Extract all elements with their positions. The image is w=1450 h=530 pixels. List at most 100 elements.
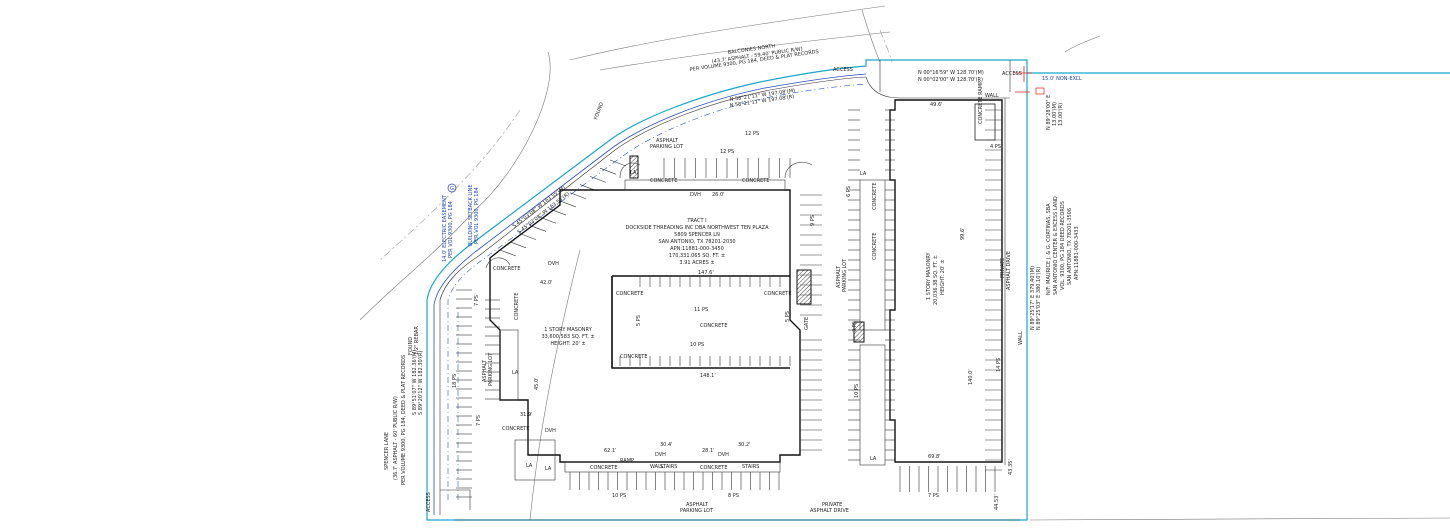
count-7ps-c: 7 PS — [928, 493, 939, 499]
asphalt-label-east: ASPHALT — [836, 265, 842, 288]
dim-42: 42.0' — [540, 280, 553, 286]
wall-label-2: WALL — [1018, 331, 1024, 345]
bearing-ne-1: N 89°28'00" E — [1046, 95, 1052, 130]
dvh-label-2: DVH — [545, 428, 556, 434]
count-10ps-a: 10 PS — [690, 342, 704, 348]
dim-30b: 30.2' — [738, 442, 751, 448]
concrete-label-4: CONCRETE — [620, 354, 648, 360]
bearing-ne-3: 13.00'(R) — [1058, 103, 1064, 126]
curbs — [439, 60, 1020, 521]
dim-69: 69.8' — [928, 454, 941, 460]
stall-line — [519, 233, 537, 240]
access-label-north: ACCESS — [833, 67, 853, 73]
bldg-east-line1: 1 STORY MASONRY — [926, 252, 932, 300]
tract-line3: 5809 SPENCER LN — [674, 232, 720, 238]
count-8ps: 8 PS — [728, 493, 739, 499]
tract-line6: 170,331.065 SQ. FT. ± — [669, 253, 725, 259]
la-label-1: LA — [630, 170, 637, 176]
misc-labels: ACCESS ACCESS ACCESS 15.0' NON-EXCL FOUN… — [408, 67, 1082, 514]
la-label-2: LA — [545, 466, 552, 472]
bearing-spencer-2: S 89°20'12" W 182.30'(R) — [418, 351, 424, 415]
neighbor-line2: SAN ANTONIO CENTER & EXCESS LAND — [1053, 196, 1059, 295]
count-3ps: 3 PS — [852, 321, 858, 332]
building-east-info: 1 STORY MASONRY 20,036.38 SQ. FT. ± HEIG… — [926, 252, 946, 305]
count-5ps-a: 5 PS — [636, 315, 642, 326]
neighbor-line5: APN:11881-000-3433 — [1074, 226, 1080, 280]
easement-line1: 14.0' ELECTRIC EASEMENT — [442, 194, 448, 262]
count-5ps-b: 5 PS — [785, 311, 791, 322]
parking-lot-label-north: PARKING LOT — [650, 144, 684, 150]
stairs-label-2: STAIRS — [742, 464, 759, 470]
asphalt-label-north: ASPHALT — [656, 138, 679, 144]
wall-label-1: WALL — [650, 464, 664, 470]
street-west-row: (36.7' ASPHALT - 60' PUBLIC R/W) — [393, 396, 399, 480]
found-rebar-north: FOUND — [593, 102, 605, 121]
bldg-east-line3: HEIGHT: 20' ± — [940, 260, 946, 295]
found-rebar-west: FOUND — [408, 337, 414, 355]
bldg-west-line2: 33,600.583 SQ. FT. ± — [541, 334, 594, 340]
count-7ps-a: 7 PS — [474, 295, 480, 306]
neighbor-line1: N/F: MAURICE J. & G. CORTINAS, SBA — [1046, 203, 1052, 295]
dim-140: 140.0' — [968, 369, 974, 385]
stall-line — [559, 200, 577, 208]
dim-147: 147.6' — [698, 270, 714, 276]
easement-line4: PER VOL 9300, PG 184 — [474, 187, 480, 244]
dvh-label-1: DVH — [548, 261, 559, 267]
dim-30: 30.4' — [660, 442, 673, 448]
dim-28: 28.1' — [702, 448, 715, 454]
easement-marker: G — [450, 186, 454, 192]
dim-31: 31.9' — [520, 412, 533, 418]
tract-line7: 3.91 ACRES ± — [679, 260, 714, 266]
street-west-name: SPENCER LANE — [384, 432, 390, 470]
tract-line4: SAN ANTONIO, TX 78201-2030 — [659, 239, 736, 245]
bearing-east-2: N 89°25'03" E 380.10'(R) — [1036, 267, 1042, 330]
la-label-3: LA — [526, 463, 533, 469]
concrete-label-1: CONCRETE — [616, 291, 644, 297]
stall-line — [499, 249, 517, 257]
concrete-label-11: CONCRETE — [514, 292, 520, 320]
concrete-label-5: CONCRETE — [650, 178, 678, 184]
count-10ps-b: 10 PS — [612, 493, 626, 499]
stall-line — [609, 159, 627, 167]
neighbor-line4: SAN ANTONIO, TX 78201-3506 — [1067, 208, 1073, 285]
gate-label: GATE — [804, 317, 810, 330]
asphalt-drive-label-south: ASPHALT DRIVE — [810, 508, 849, 514]
easement-notes: G 14.0' ELECTRIC EASEMENT PER VOL 9300, … — [442, 183, 480, 262]
dim-26: 26.0' — [712, 192, 725, 198]
asphalt-label-south: ASPHALT — [686, 502, 709, 508]
stall-line — [569, 192, 587, 200]
tract-line2: DOCKSIDE THREADING INC DBA NORTHWEST TEN… — [625, 225, 769, 231]
private-label-east: PRIVATE — [1000, 258, 1006, 278]
count-9ps: 9 PS — [810, 215, 816, 226]
asphalt-label-west: ASPHALT — [482, 359, 488, 382]
parking-stalls — [456, 109, 1002, 498]
bearing-spencer-1: S 89°51'07" W 182.36'(M) — [412, 350, 418, 415]
tract-line1: TRACT I — [686, 218, 706, 224]
stall-line — [599, 167, 617, 175]
property-boundary — [426, 59, 1450, 521]
non-exclusive-label: 15.0' NON-EXCL — [1042, 76, 1082, 82]
concrete-label-12: CONCRETE — [872, 182, 878, 210]
dim-49: 49.6' — [930, 102, 943, 108]
building-east — [889, 99, 1003, 463]
la-label-6: LA — [860, 171, 867, 177]
stall-line — [589, 176, 607, 183]
concrete-label-6: CONCRETE — [742, 178, 770, 184]
dvh-label-3: DVH — [690, 192, 701, 198]
count-10ps-c: 10 PS — [854, 384, 860, 398]
islands — [485, 161, 886, 481]
dim-62: 62.1' — [604, 448, 617, 454]
neighbor-line3: VOL. 9300, PG 184 DEED RECORDS — [1060, 201, 1066, 290]
concrete-label-7: CONCRETE — [493, 266, 521, 272]
concrete-label-8: CONCRETE — [590, 465, 618, 471]
parking-lot-label-south: PARKING LOT — [680, 508, 714, 514]
street-west-record: PER VOLUME 9300, PG 184, DEED & PLAT REC… — [401, 355, 407, 485]
building-west-info: 1 STORY MASONRY 33,600.583 SQ. FT. ± HEI… — [541, 327, 594, 347]
dim-44: 44.53' — [994, 494, 1000, 510]
tract-line5: APN:11881-000-3450 — [670, 246, 724, 252]
count-11ps: 11 PS — [694, 307, 708, 313]
dimension-labels: 147.6' 148.1' 62.1' 30.4' 28.1' 30.2' 31… — [520, 102, 1014, 510]
bearing-north-2: N 00°02'00" W 128.70'(R) — [918, 77, 983, 83]
bldg-east-line2: 20,036.38 SQ. FT. ± — [933, 255, 939, 305]
dim-43: 43.35' — [1008, 459, 1014, 475]
